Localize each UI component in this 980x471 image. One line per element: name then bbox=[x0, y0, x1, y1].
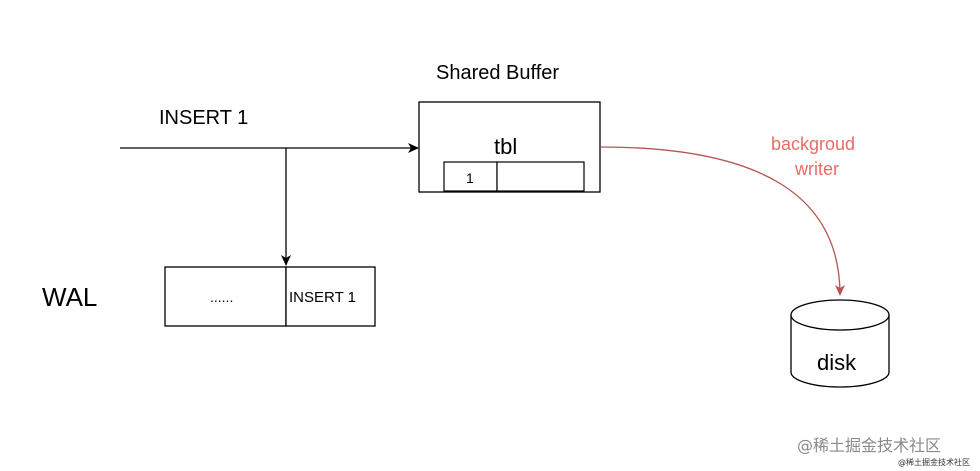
background-writer-label-line2: writer bbox=[794, 159, 839, 179]
wal-record-cell bbox=[285, 266, 376, 327]
wal-prev-records-cell bbox=[164, 266, 287, 327]
buffer-page-empty-cell bbox=[496, 161, 585, 192]
watermark-main: @稀土掘金技术社区 bbox=[797, 436, 941, 455]
background-writer-arrow bbox=[600, 146, 845, 296]
disk-cylinder bbox=[790, 299, 890, 388]
disk-label: disk bbox=[817, 350, 857, 375]
shared-buffer-title: Shared Buffer bbox=[436, 62, 559, 84]
wal-record-label: INSERT 1 bbox=[289, 289, 356, 306]
watermark-sub: @稀土掘金技术社区 bbox=[898, 457, 970, 467]
background-writer-label-line1: backgroud bbox=[771, 134, 855, 154]
buffer-cell-value: 1 bbox=[466, 170, 474, 186]
wal-title: WAL bbox=[42, 282, 97, 312]
wal-prev-records-label: ...... bbox=[210, 289, 233, 305]
insert-arrow-label: INSERT 1 bbox=[159, 107, 248, 129]
table-name-label: tbl bbox=[494, 134, 517, 159]
